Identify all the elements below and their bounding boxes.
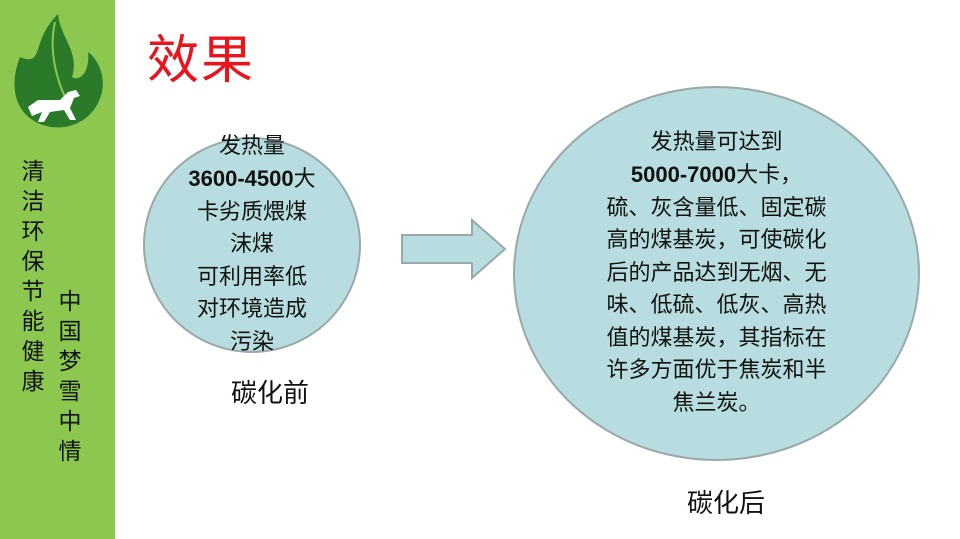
- text-fragment: 大: [293, 167, 316, 193]
- after-label: 碳化后: [687, 489, 766, 519]
- text-line: 3600-4500大: [188, 163, 315, 197]
- before-text: 发热量 3600-4500大 卡劣质煨煤 沫煤 可利用率低 对环境造成 污染: [188, 131, 315, 360]
- slogan-clean-green: 清洁环保节能健康: [21, 159, 45, 395]
- value-range: 3600-4500: [188, 166, 294, 192]
- text-line: 5000-7000大卡，: [606, 159, 826, 193]
- sidebar: 清洁环保节能健康 中国梦雪中情: [0, 0, 115, 539]
- text-line: 发热量: [218, 133, 285, 159]
- text-line: 可利用率低: [196, 264, 307, 290]
- after-text: 发热量可达到 5000-7000大卡， 硫、灰含量低、固定碳 高的煤基炭，可使碳…: [606, 127, 826, 421]
- text-line: 值的煤基炭，其指标在: [606, 325, 827, 351]
- text-fragment: 大卡，: [736, 163, 803, 189]
- text-line: 许多方面优于焦炭和半: [606, 358, 827, 384]
- text-line: 味、低硫、低灰、高热: [606, 293, 827, 319]
- before-circle: 发热量 3600-4500大 卡劣质煨煤 沫煤 可利用率低 对环境造成 污染: [143, 134, 361, 355]
- text-line: 沫煤: [229, 232, 274, 258]
- text-line: 发热量可达到: [650, 129, 783, 155]
- right-arrow-icon: [401, 218, 507, 280]
- text-line: 焦兰炭。: [672, 390, 761, 416]
- page-title: 效果: [147, 31, 256, 91]
- flame-horse-logo-icon: [14, 14, 103, 128]
- after-circle: 发热量可达到 5000-7000大卡， 硫、灰含量低、固定碳 高的煤基炭，可使碳…: [513, 86, 920, 461]
- text-line: 污染: [229, 329, 274, 355]
- text-line: 硫、灰含量低、固定碳: [606, 195, 827, 221]
- text-line: 对环境造成: [196, 297, 307, 323]
- text-line: 高的煤基炭，可使碳化: [606, 228, 827, 254]
- text-line: 后的产品达到无烟、无: [606, 260, 827, 286]
- slogan-china-dream: 中国梦雪中情: [58, 289, 82, 465]
- before-label: 碳化前: [231, 379, 310, 409]
- value-range: 5000-7000: [630, 162, 737, 188]
- text-line: 卡劣质煨煤: [196, 199, 307, 225]
